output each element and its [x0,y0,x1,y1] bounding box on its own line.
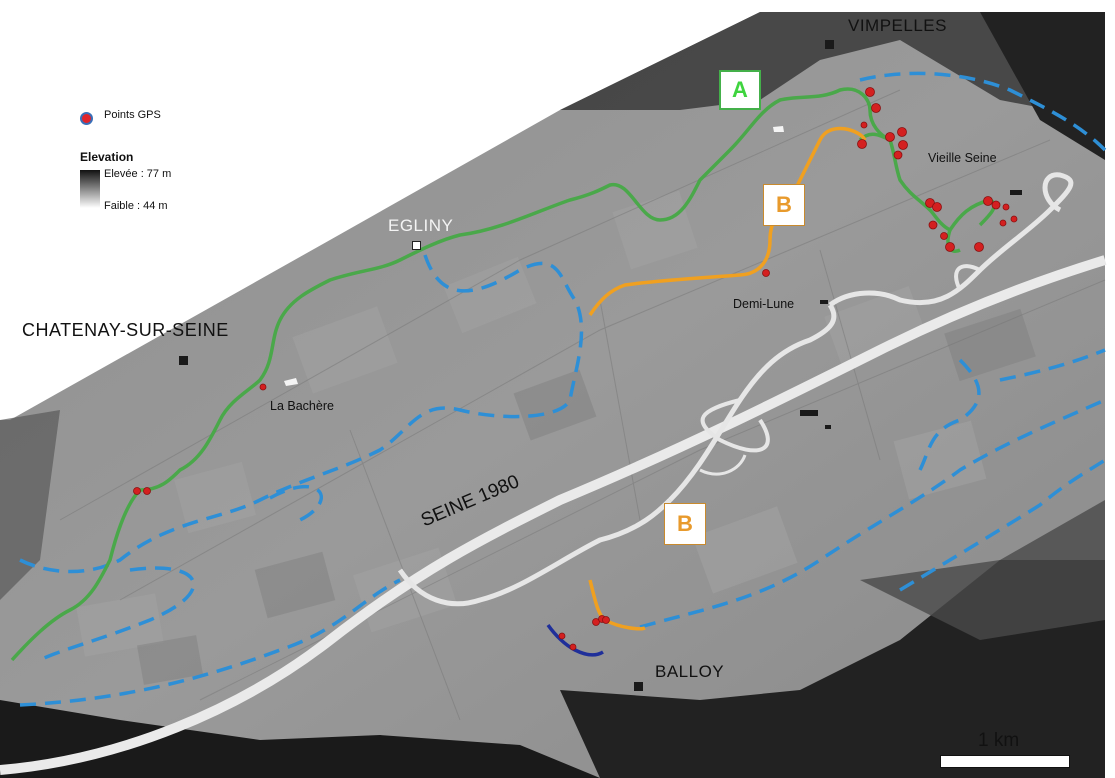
town-label-chatenay: CHATENAY-SUR-SEINE [22,320,229,340]
path-c [546,623,604,657]
legend-elevation-title: Elevation [80,150,134,164]
town-label-egliny: EGLINY [388,216,454,235]
town-marker-balloy [634,682,643,691]
elevation-raster [0,12,1106,778]
map-legend: Points GPS Elevation Elevée : 77 m Faibl… [78,106,228,226]
dashed-channels [19,71,1107,707]
town-label-balloy: BALLOY [655,662,725,681]
town-marker-vimpelles [825,40,834,49]
town-label-vimpelles: VIMPELLES [848,16,947,35]
seine-river [0,172,1107,775]
town-marker-egliny [412,241,421,250]
site-label-demi-lune: Demi-Lune [733,297,795,311]
legend-elevation-low: Faible : 44 m [104,200,168,212]
scale-bar-label: 1 km [978,730,1020,751]
site-label-la-bachere: La Bachère [270,399,334,413]
path-tag-b-upper: B [763,184,805,226]
gps-points [133,87,1018,651]
elevation-ramp [80,170,100,208]
legend-gps-label: Points GPS [104,109,161,121]
legend-elevation-high: Elevée : 77 m [104,168,172,180]
gps-point-icon [80,112,93,125]
site-label-vieille-seine: Vieille Seine [928,151,997,165]
path-tag-a: A [719,70,761,110]
town-marker-chatenay [179,356,188,365]
scale-bar [940,755,1070,768]
path-tag-b-lower-text: B [677,511,693,536]
ponds [800,190,1022,429]
water-bodies [284,126,784,386]
path-tag-b-upper-text: B [776,192,792,217]
path-tag-a-text: A [732,77,748,102]
path-tag-b-lower: B [664,503,706,545]
